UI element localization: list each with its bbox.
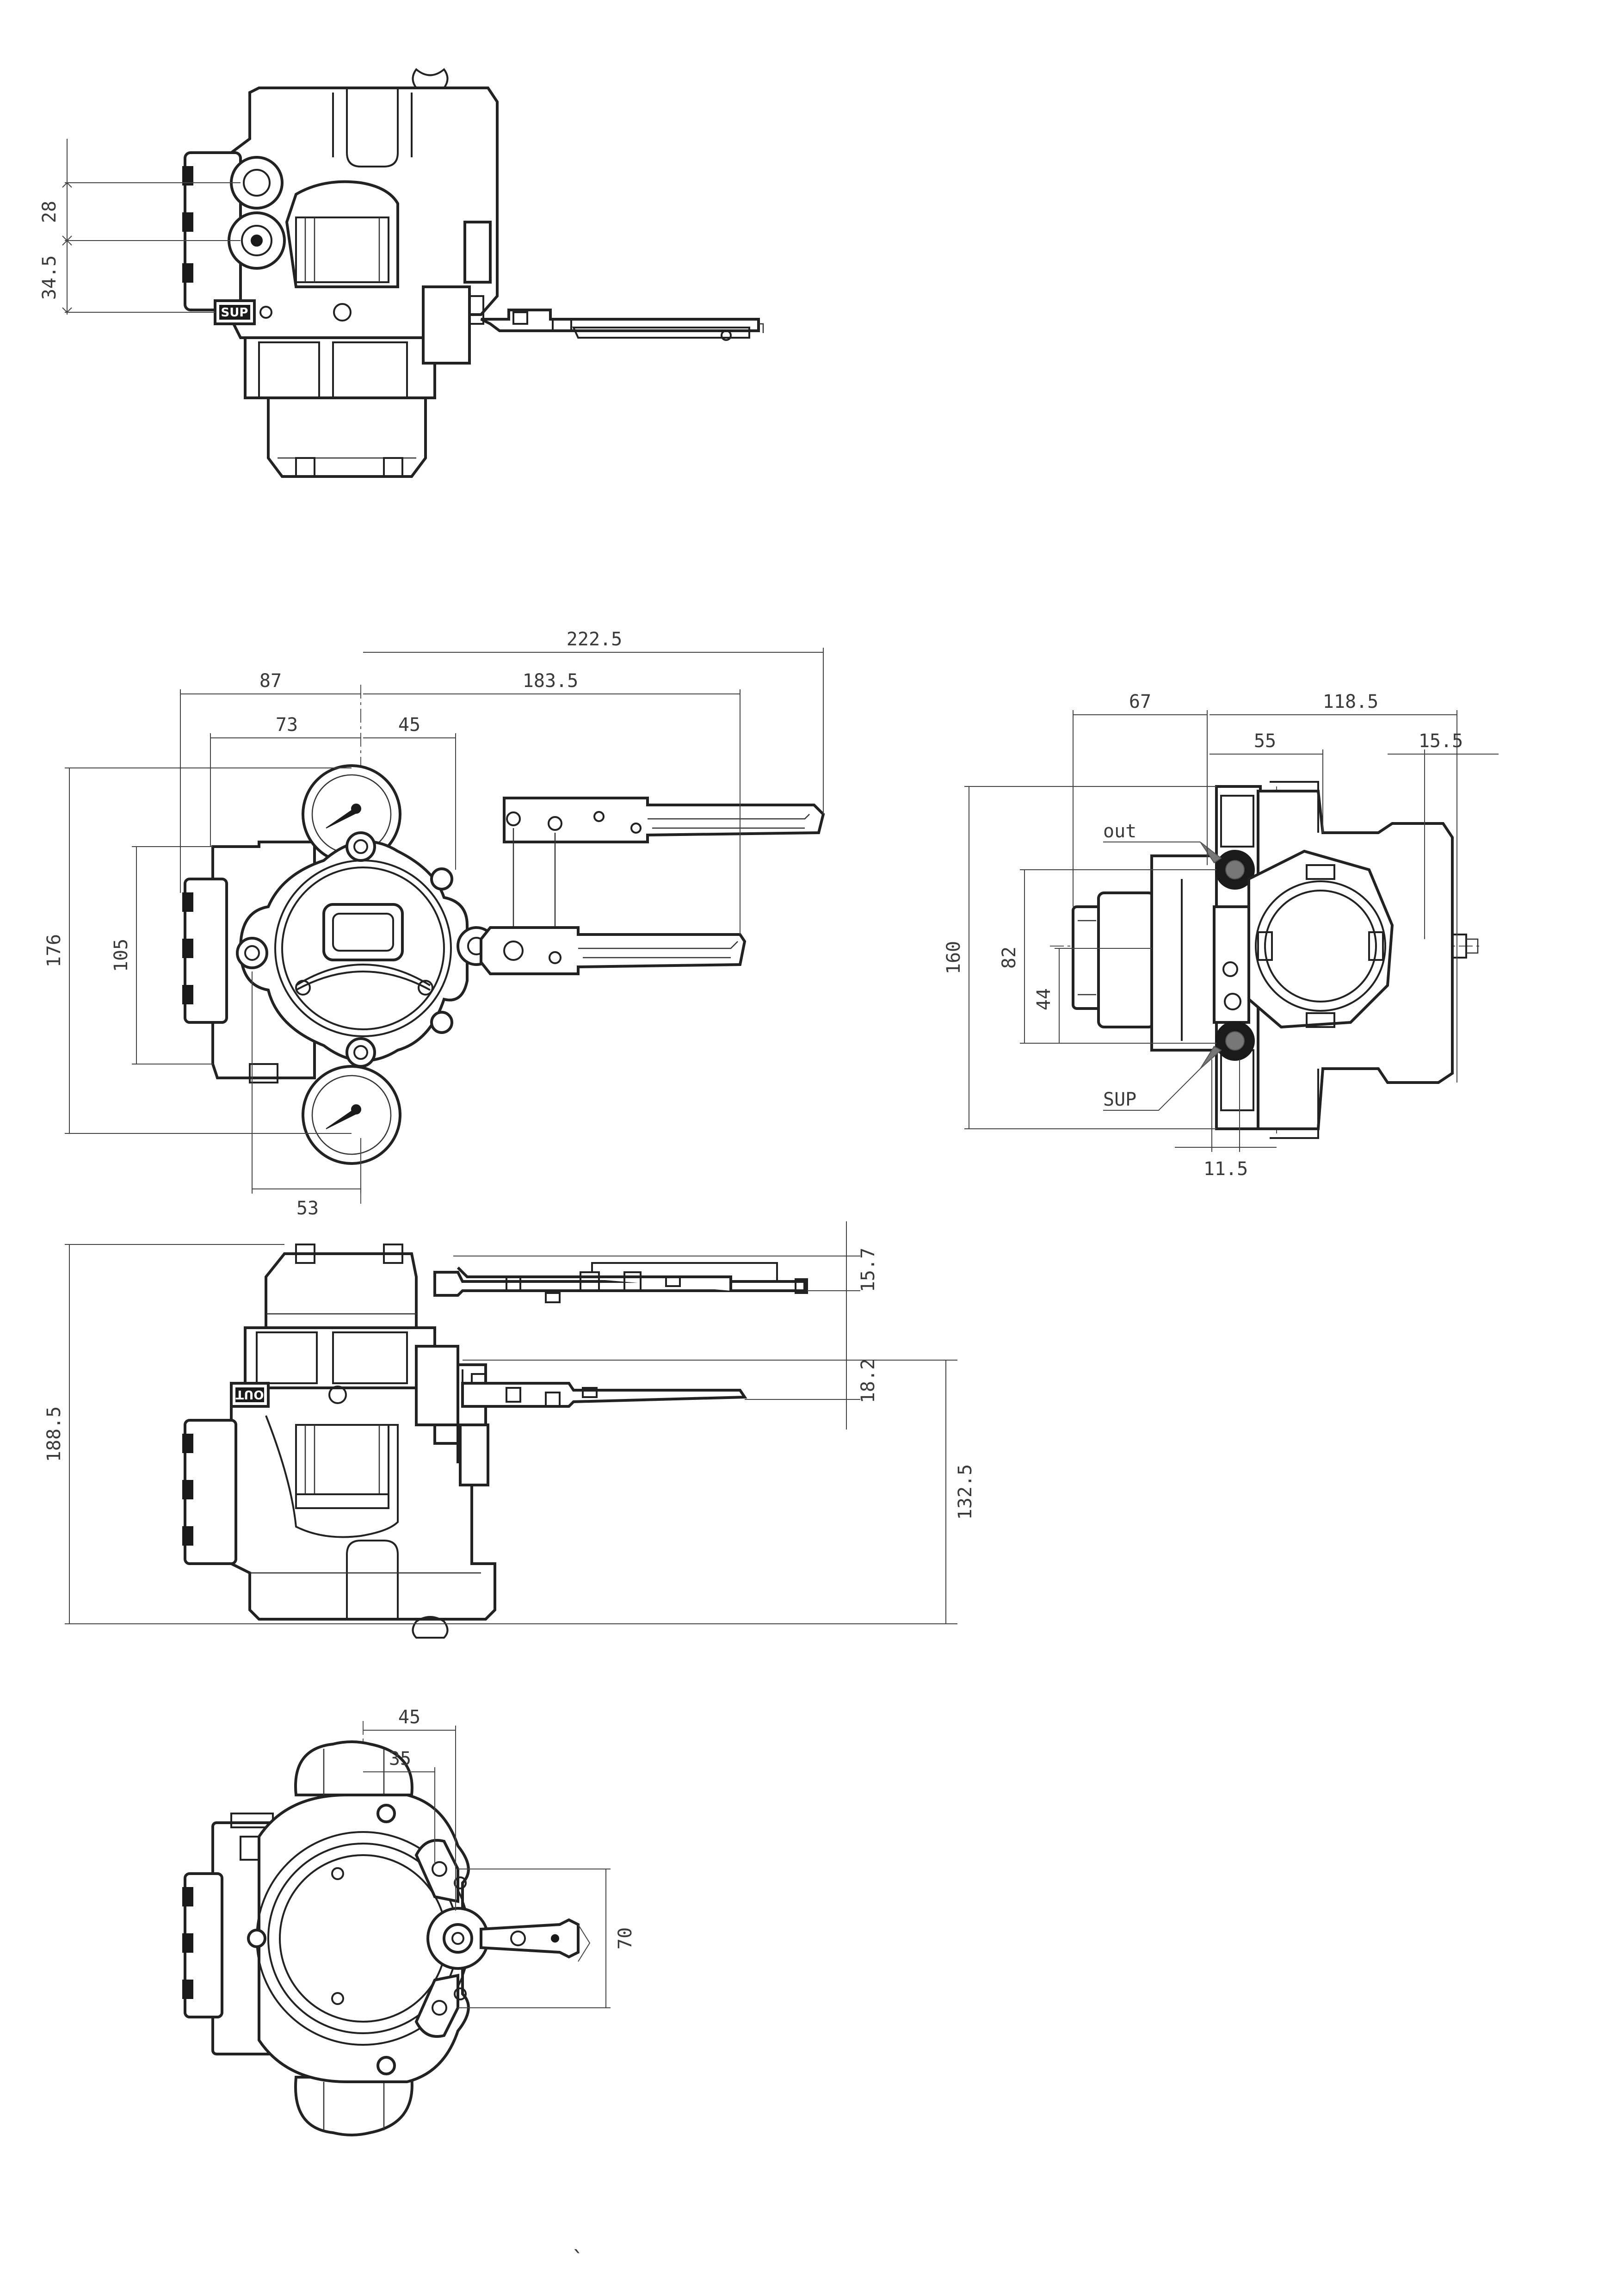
dim-55: 55: [1254, 730, 1276, 752]
dim-118-5: 118.5: [1323, 691, 1378, 712]
dim-45: 45: [398, 714, 420, 736]
callout-sup: SUP: [1103, 1089, 1136, 1110]
dim-67: 67: [1129, 691, 1151, 712]
top-view-dimensions: 28 34.5: [39, 139, 241, 315]
dim-132-5: 132.5: [955, 1464, 976, 1520]
dim-44: 44: [1033, 988, 1055, 1010]
dim-53: 53: [296, 1198, 319, 1219]
side-view: out SUP 67 118.5 55 15.5 160 82: [943, 691, 1499, 1180]
top-view: SUP 28 34.5: [39, 68, 764, 478]
rear-view-dimensions: 45 35 70: [363, 1707, 636, 2008]
dim-73: 73: [276, 714, 298, 736]
bottom-view: OUT 15.7: [43, 1221, 976, 1639]
dim-82: 82: [999, 947, 1020, 969]
dim-35: 35: [389, 1748, 411, 1770]
front-view-dimensions: 222.5 87 183.5 73 45 176 105 53: [43, 629, 824, 1219]
dim-34-5: 34.5: [39, 255, 60, 300]
dim-160: 160: [943, 941, 964, 974]
callout-out: out: [1103, 821, 1136, 842]
rear-view: 45 35 70: [182, 1707, 636, 2136]
sup-port-tag-top: SUP: [221, 306, 248, 320]
dim-87: 87: [259, 670, 282, 692]
dim-188-5: 188.5: [43, 1406, 65, 1462]
dim-15-7: 15.7: [858, 1248, 879, 1292]
dim-45-rear: 45: [398, 1707, 420, 1728]
dim-176: 176: [43, 934, 65, 967]
footer-mark: `: [571, 2246, 585, 2272]
out-port-tag-bottom: OUT: [235, 1387, 264, 1401]
dim-15-5: 15.5: [1419, 730, 1463, 752]
dim-105: 105: [111, 939, 132, 972]
dim-18-2: 18.2: [858, 1359, 879, 1403]
dim-222-5: 222.5: [567, 629, 622, 650]
bottom-view-dimensions: 15.7 18.2 188.5 132.5: [43, 1221, 976, 1624]
dim-28: 28: [39, 201, 60, 223]
front-view: 222.5 87 183.5 73 45 176 105 53: [43, 629, 825, 1219]
side-view-dimensions: 67 118.5 55 15.5 160 82 44 11.5: [943, 691, 1499, 1180]
dim-11-5: 11.5: [1203, 1158, 1248, 1180]
dim-70: 70: [615, 1927, 636, 1949]
dim-183-5: 183.5: [523, 670, 578, 692]
